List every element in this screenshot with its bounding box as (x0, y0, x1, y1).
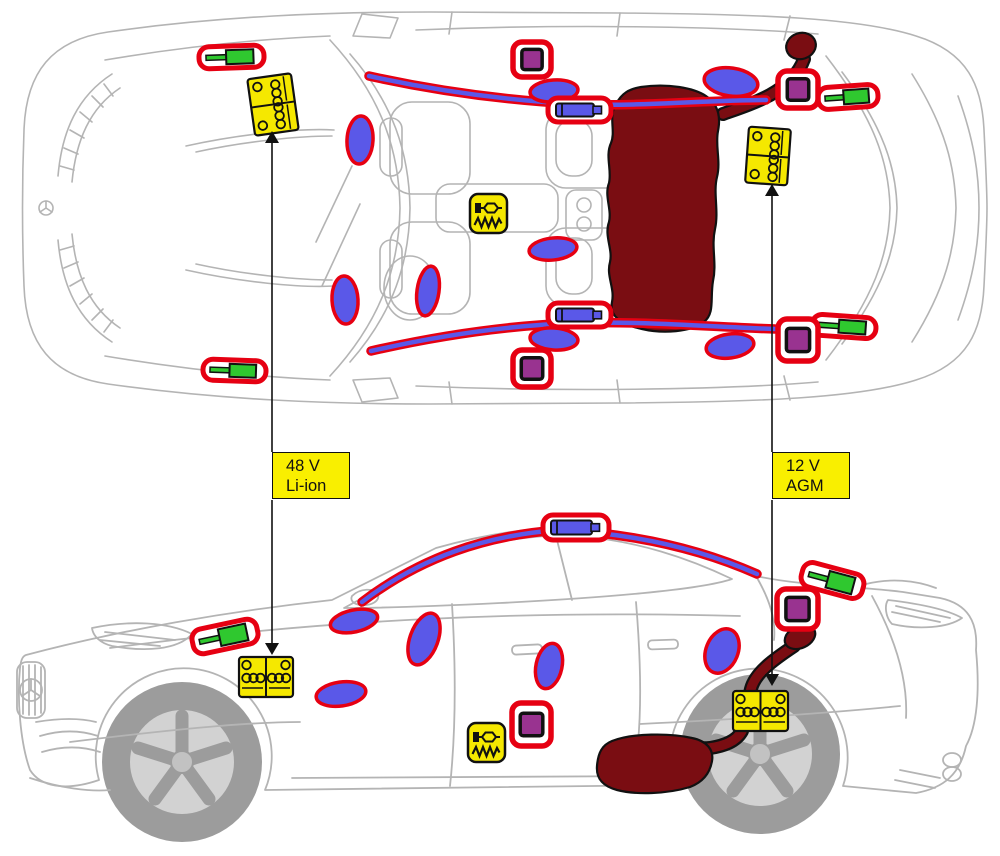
door-handle (511, 643, 543, 656)
airbag-marker (704, 331, 756, 361)
battery-12v-label-line2: AGM (786, 477, 824, 495)
gas-strut-marker (189, 616, 261, 657)
pretensioner-marker (775, 68, 821, 111)
battery-48v-label-line1: 48 V (286, 457, 320, 475)
battery-12v-label: 12 V AGM (772, 452, 850, 499)
car-top-view-art (21, 11, 988, 405)
pyro-fuse-marker (466, 721, 507, 764)
grille (16, 661, 46, 719)
inflator-cylinder-marker (540, 512, 612, 543)
fuel-tank (595, 733, 714, 795)
airbag-marker (345, 114, 375, 166)
pretensioner-marker (509, 700, 554, 749)
inflator-cylinder-marker (545, 300, 614, 330)
taillight (885, 599, 963, 629)
battery-48v-top-view (246, 72, 300, 137)
battery-12v-side-view (731, 689, 790, 733)
pretensioner-marker (510, 39, 554, 80)
battery-arrow (265, 131, 279, 655)
battery-48v-side-view (237, 655, 295, 699)
battery-48v-label: 48 V Li-ion (272, 452, 350, 499)
gas-strut-marker (809, 311, 879, 342)
airbag-marker (702, 65, 760, 99)
gas-strut-marker (196, 42, 267, 72)
front-wheel (102, 682, 262, 842)
airbag-marker (533, 641, 565, 691)
exhaust-tip (942, 752, 962, 768)
airbag-marker (527, 236, 579, 262)
battery-arrow (765, 184, 779, 686)
airbag-marker (703, 627, 741, 675)
windshield (329, 39, 401, 377)
battery-12v-top-view (744, 125, 792, 187)
wipers (315, 165, 361, 287)
rescue-markers (189, 31, 881, 795)
fuel-filler-cap (785, 31, 817, 61)
pretensioner-marker (775, 316, 821, 364)
battery-48v-label-line2: Li-ion (286, 477, 327, 495)
exhaust-tip (942, 766, 962, 782)
top-body-outline (21, 11, 988, 405)
gas-strut-marker (815, 82, 881, 112)
pretensioner-marker (774, 586, 821, 632)
airbag-marker (330, 274, 360, 326)
airbag-marker (406, 611, 442, 667)
gas-strut-marker (200, 356, 269, 385)
side-mirror (352, 377, 399, 403)
fuel-tank (606, 84, 721, 333)
door-handle (647, 638, 679, 651)
headlight-band (57, 73, 121, 183)
airbag-marker (314, 679, 368, 709)
battery-12v-label-line1: 12 V (786, 457, 820, 475)
inflator-cylinder-marker (545, 95, 614, 125)
headlight-band-2 (57, 233, 121, 343)
gas-strut-marker (798, 560, 867, 601)
headlight (91, 622, 193, 650)
front-seat (389, 101, 471, 195)
airbag-marker (414, 264, 442, 318)
pretensioner-marker (510, 347, 554, 390)
airbag-marker (328, 607, 380, 635)
pyro-fuse-marker (468, 192, 509, 235)
side-mirror (352, 13, 399, 39)
